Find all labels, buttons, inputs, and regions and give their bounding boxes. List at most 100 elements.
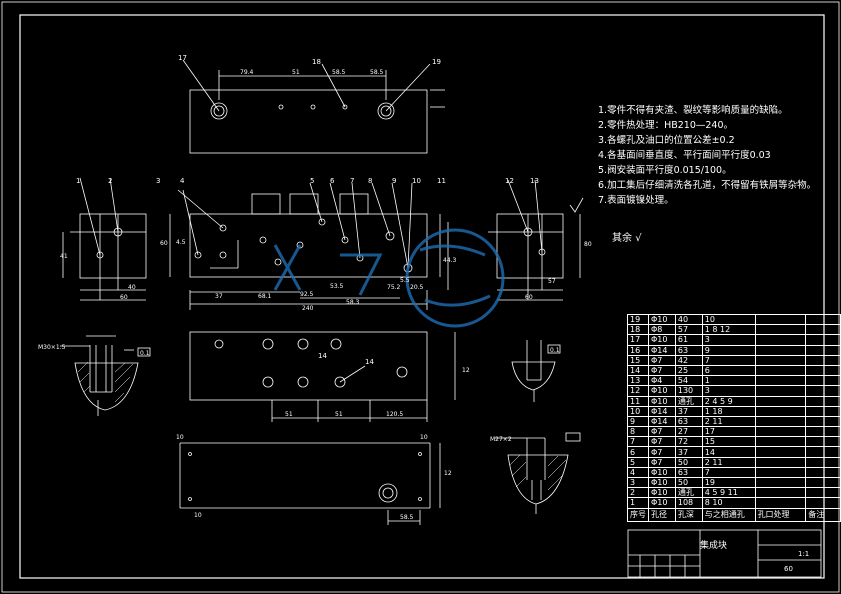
top-view [182, 59, 445, 154]
table-cell: 50 [674, 456, 703, 468]
table-cell [805, 395, 841, 407]
table-cell [754, 466, 807, 479]
balloon: 3 [156, 177, 160, 185]
note-line: 6.加工集后仔细清洗各孔道，不得留有铁屑等杂物。 [598, 180, 817, 191]
balloon: 18 [312, 58, 321, 66]
section-detail-left [60, 335, 151, 416]
dim-text: 12 [462, 367, 470, 374]
table-cell: 50 [674, 476, 703, 489]
watermark-logo [273, 228, 505, 328]
table-cell: 63 [674, 344, 703, 356]
table-cell [754, 313, 807, 326]
table-cell: 37 [674, 405, 703, 417]
table-cell: 1 8 12 [701, 324, 756, 336]
table-cell [805, 334, 841, 346]
balloon: 8 [368, 177, 372, 185]
dim-text: 10 [420, 434, 428, 441]
note-line: 2.零件热处理：HB210—240。 [598, 120, 733, 131]
dim-text: 40 [128, 284, 136, 291]
balloon: 2 [108, 177, 112, 185]
table-cell: 57 [674, 324, 703, 336]
dimension-labels: 79.4 51 58.5 58.5 240 37 68.1 92.5 58.3 … [38, 69, 592, 521]
table-cell [805, 497, 841, 509]
table-cell: Φ10 [648, 334, 676, 346]
table-header-cell: 备注 [805, 507, 841, 522]
dim-text: 44.3 [443, 257, 457, 264]
dim-text: M27×2 [490, 436, 512, 443]
table-header-cell: 孔口处理 [754, 507, 807, 522]
table-cell: 63 [674, 415, 703, 428]
table-cell: Φ14 [648, 405, 676, 417]
table-cell [754, 344, 807, 356]
table-cell [754, 375, 807, 387]
balloon: 5 [310, 177, 314, 185]
dim-text: 10 [176, 434, 184, 441]
dim-text: 240 [302, 305, 314, 312]
table-cell [805, 313, 841, 326]
table-header-cell: 序号 [627, 507, 649, 522]
table-cell: Φ7 [648, 364, 676, 377]
table-cell: 6 [701, 364, 756, 377]
table-cell: 13 [627, 375, 649, 387]
dim-text: 60 [160, 240, 168, 247]
table-cell: Φ4 [648, 375, 676, 387]
table-cell: 7 [701, 466, 756, 479]
table-cell [754, 476, 807, 489]
table-cell [754, 415, 807, 428]
dim-text: 51 [285, 411, 293, 418]
table-cell: Φ10 [648, 395, 676, 407]
table-cell: Φ10 [648, 466, 676, 479]
technical-notes: 1.零件不得有夹渣、裂纹等影响质量的缺陷。 2.零件热处理：HB210—240。… [598, 103, 823, 208]
dim-text: 58.5 [400, 514, 414, 521]
dim-text: 10 [194, 512, 202, 519]
table-cell [754, 487, 807, 499]
note-line: 3.各螺孔及油口的位置公差±0.2 [598, 135, 735, 146]
table-cell: 19 [627, 313, 649, 326]
table-cell: 54 [674, 375, 703, 387]
table-cell: 2 11 [701, 415, 756, 428]
table-cell: 3 [627, 476, 649, 489]
dim-text: 0.1 [550, 347, 560, 354]
inner-border [19, 14, 825, 579]
balloon: 4 [180, 177, 185, 185]
table-cell: 通孔 [674, 487, 703, 499]
bottom-view [189, 331, 456, 422]
table-cell [754, 354, 807, 366]
table-cell [754, 497, 807, 509]
table-cell: 63 [674, 466, 703, 479]
roughness-symbol-icon: √ [635, 233, 642, 244]
table-cell: 8 [627, 426, 649, 438]
table-cell: 15 [701, 436, 756, 448]
balloon: 17 [178, 54, 187, 62]
dim-text: 37 [215, 293, 223, 300]
dim-text: 53.5 [330, 283, 344, 290]
dim-text: 60 [525, 294, 533, 301]
table-cell [805, 487, 841, 499]
table-cell [805, 354, 841, 366]
table-cell: 11 [627, 395, 649, 407]
part-title: 集成块 [700, 541, 728, 551]
table-cell: 12 [627, 385, 649, 397]
dim-text: 68.1 [258, 293, 272, 300]
table-cell: Φ10 [648, 385, 676, 397]
right-view [488, 179, 584, 301]
table-cell: 14 [627, 364, 649, 377]
table-cell [805, 405, 841, 417]
dim-text: M30×1.5 [38, 344, 66, 351]
balloon: 1 [76, 177, 80, 185]
table-cell: Φ7 [648, 456, 676, 468]
table-cell [754, 334, 807, 346]
dim-text: 92.5 [300, 291, 314, 298]
dim-text: 80 [584, 241, 592, 248]
table-cell [805, 324, 841, 336]
